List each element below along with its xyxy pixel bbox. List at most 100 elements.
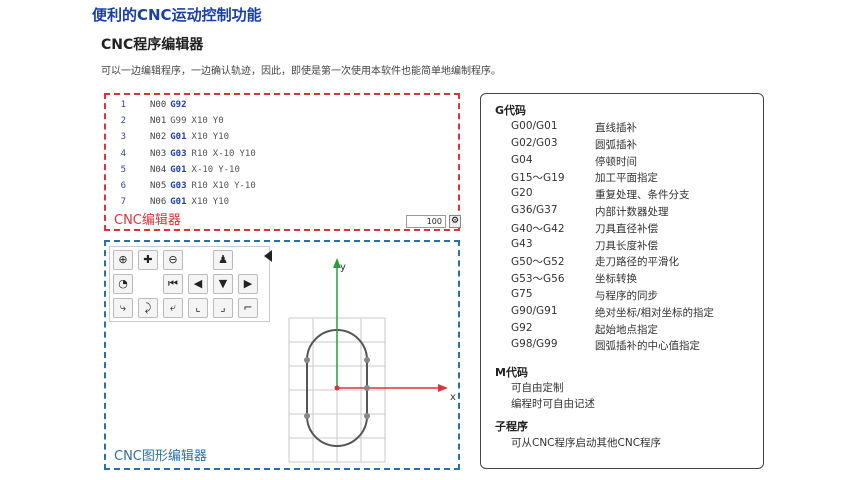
g-code-title: G代码 — [495, 104, 527, 117]
corner-2-icon[interactable]: ⌟ — [213, 298, 233, 318]
g-code-row: G20 重复处理、条件分支 — [511, 187, 690, 202]
arc-icon[interactable]: ◔ — [113, 274, 133, 294]
curve-mid-icon[interactable]: ⤸ — [138, 298, 158, 318]
g-code-description: 绝对坐标/相对坐标的指定 — [595, 306, 715, 319]
g-code: G40～G42 — [511, 222, 565, 235]
g-code-description: 重复处理、条件分支 — [595, 189, 690, 202]
back-icon[interactable]: ◀ — [188, 274, 208, 294]
g-code-description: 内部计数器处理 — [595, 206, 669, 218]
path-plot[interactable]: y x — [106, 242, 458, 468]
argument-token: Y0 — [212, 116, 224, 127]
block-number: N04 — [150, 164, 167, 175]
g-code-token: G01 — [170, 132, 187, 143]
corner-3-icon[interactable]: ⌐ — [238, 298, 258, 318]
curve-right-icon[interactable]: ⤶ — [163, 298, 183, 318]
line-number: 7 — [120, 197, 126, 208]
block-number: N05 — [150, 180, 167, 191]
zoom-field[interactable]: 100 — [406, 215, 446, 228]
m-code-title: M代码 — [495, 366, 528, 379]
path-point — [364, 413, 370, 419]
line-number: 6 — [120, 180, 126, 191]
g-code-description: 刀具直径补偿 — [595, 222, 658, 235]
g-code-token: G01 — [170, 164, 187, 175]
block-number: N02 — [150, 132, 167, 143]
path-point — [364, 357, 370, 363]
g-code-token: G01 — [170, 197, 187, 208]
block-number: N01 — [150, 116, 167, 127]
g-code-row: G90/G91 绝对坐标/相对坐标的指定 — [511, 305, 714, 320]
stop-icon[interactable]: ▼ — [213, 274, 233, 294]
argument-token: R10 — [191, 180, 208, 191]
cnc-graphic-editor[interactable]: y x ⊕✚⊖ ♟ ◔ ⏮◀▼▶ ⤷⤸⤶⌞⌟⌐ CNC图形编辑器 — [104, 240, 460, 470]
tool-palette: ⊕✚⊖ ♟ ◔ ⏮◀▼▶ ⤷⤸⤶⌞⌟⌐ — [109, 246, 270, 322]
argument-token: X10 — [191, 116, 208, 127]
g-code-description: 直线插补 — [595, 122, 637, 134]
argument-token: R10 — [191, 148, 208, 159]
argument-token: Y-10 — [234, 180, 256, 191]
argument-token: X-10 — [191, 164, 214, 175]
g-code-description: 停顿时间 — [595, 155, 637, 168]
path-point — [304, 357, 310, 363]
argument-token: X10 — [191, 132, 208, 143]
argument-token: X-10 — [212, 148, 235, 159]
subprogram-item: 可从CNC程序启动其他CNC程序 — [511, 437, 662, 449]
g-code-description: 与程序的同步 — [595, 290, 658, 302]
y-axis-label: y — [340, 262, 346, 273]
g-code-description: 坐标转换 — [595, 273, 637, 286]
g-code: G92 — [511, 321, 533, 334]
path-point — [304, 413, 310, 419]
g-code-description: 圆弧插补 — [595, 138, 637, 151]
g-code: G90/G91 — [511, 304, 558, 317]
g-code-row: G02/G03 圆弧插补 — [511, 137, 637, 152]
g-code-description: 圆弧插补的中心值指定 — [595, 340, 700, 353]
forward-icon[interactable]: ▶ — [238, 274, 258, 294]
g-code-row: G00/G01 直线插补 — [511, 120, 637, 135]
corner-1-icon[interactable]: ⌞ — [188, 298, 208, 318]
line-number: 5 — [120, 164, 126, 175]
g-code: G20 — [511, 187, 533, 200]
graphic-editor-label: CNC图形编辑器 — [114, 449, 207, 464]
g-code-token: G92 — [170, 100, 187, 110]
zoom-icon[interactable]: ⚙ — [449, 215, 461, 228]
collapse-palette-icon[interactable] — [264, 250, 272, 262]
block-number: N06 — [150, 197, 167, 208]
g-code: G98/G99 — [511, 338, 558, 351]
line-number: 3 — [120, 132, 126, 143]
start-icon[interactable]: ⏮ — [163, 274, 183, 294]
zoom-in-icon[interactable]: ⊕ — [113, 250, 133, 270]
path-point — [334, 385, 340, 391]
argument-token: Y10 — [212, 197, 230, 208]
pan-icon[interactable]: ✚ — [138, 250, 158, 270]
g-code: G02/G03 — [511, 136, 558, 149]
zoom-out-icon[interactable]: ⊖ — [163, 250, 183, 270]
section-description: 可以一边编辑程序，一边确认轨迹，因此，即使是第一次使用本软件也能简单地编制程序。 — [101, 66, 501, 77]
line-number: 1 — [120, 100, 126, 110]
g-code: G15～G19 — [511, 172, 565, 185]
m-code-item: 可自由定制 — [511, 382, 564, 394]
line-number: 2 — [120, 116, 126, 127]
g-code-token: G03 — [170, 148, 187, 159]
x-axis-label: x — [450, 392, 456, 403]
g-code: G75 — [511, 288, 533, 300]
block-number: N03 — [150, 148, 167, 159]
g-code: G50～G52 — [511, 256, 565, 269]
g-code-token: G03 — [170, 180, 187, 191]
page-heading: 便利的CNC运动控制功能 — [92, 6, 262, 24]
person-icon[interactable]: ♟ — [213, 250, 233, 270]
curve-left-icon[interactable]: ⤷ — [113, 298, 133, 318]
g-code: G00/G01 — [511, 120, 558, 132]
